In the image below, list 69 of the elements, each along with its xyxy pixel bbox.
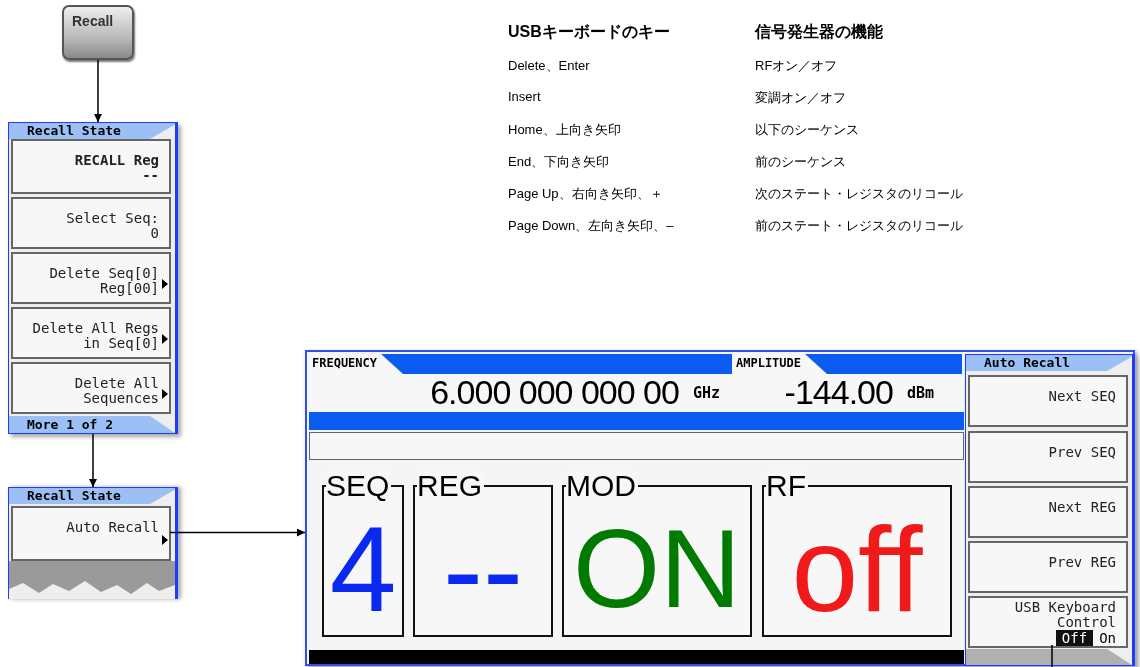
table-cell: 以下のシーケンス xyxy=(755,121,859,139)
softkey-label: Auto Recall xyxy=(65,520,159,535)
toggle-option: On xyxy=(1099,630,1116,646)
status-bar xyxy=(309,412,964,430)
softkey-label: Next REG xyxy=(1047,500,1116,515)
readout-panel xyxy=(734,354,962,410)
softkey-label: Delete All Sequences xyxy=(73,376,159,406)
softkey-label: Delete All Regs in Seq[0] xyxy=(31,321,159,351)
column-heading: USBキーボードのキー xyxy=(508,22,670,42)
softkey xyxy=(11,139,171,194)
message-field xyxy=(309,432,964,460)
table-cell: End、下向き矢印 xyxy=(508,153,610,171)
table-cell: 次のステート・レジスタのリコール xyxy=(755,185,963,203)
readout-panel xyxy=(310,354,732,410)
softkey-value: -- xyxy=(142,168,159,183)
softkey xyxy=(11,197,171,249)
status-strip xyxy=(309,650,964,664)
readout-value: 6.000 000 000 00 xyxy=(430,373,679,411)
table-cell: RFオン／オフ xyxy=(755,57,838,75)
softkey xyxy=(968,375,1128,427)
softkey-menu xyxy=(965,354,1135,666)
table-cell: Home、上向き矢印 xyxy=(508,121,621,139)
softkey xyxy=(11,252,171,304)
menu-title: Auto Recall xyxy=(966,355,1132,371)
softkey xyxy=(11,362,171,414)
menu-title: Recall State xyxy=(9,488,175,504)
unit-label: dBm xyxy=(906,384,934,402)
status-value: ON xyxy=(572,507,742,631)
softkey xyxy=(968,486,1128,538)
softkey-label: USB Keyboard Control xyxy=(1013,600,1116,630)
softkey xyxy=(968,541,1128,593)
readout-label: AMPLITUDE xyxy=(734,354,828,374)
softkey-label: Select Seq: xyxy=(65,211,159,226)
softkey-label: Next SEQ xyxy=(1047,389,1116,404)
menu-title: Recall State xyxy=(9,123,175,139)
softkey xyxy=(11,506,171,561)
table-cell: Page Up、右向き矢印、＋ xyxy=(508,185,663,203)
menu-panel xyxy=(8,487,178,599)
hard-key xyxy=(62,5,134,60)
table-cell: 変調オン／オフ xyxy=(755,89,846,107)
table-cell: Page Down、左向き矢印、– xyxy=(508,217,674,235)
key-label: Recall xyxy=(72,13,114,29)
menu-panel xyxy=(8,122,178,434)
softkey-label: RECALL Reg xyxy=(73,153,159,168)
softkey xyxy=(968,596,1128,648)
softkey xyxy=(968,431,1128,483)
readout-label: FREQUENCY xyxy=(310,354,404,374)
arrow xyxy=(169,528,306,537)
arrow xyxy=(89,433,97,488)
connector-line xyxy=(1051,644,1053,667)
softkey xyxy=(11,307,171,359)
unit-label: GHz xyxy=(692,384,720,402)
softkey-label: Prev SEQ xyxy=(1047,445,1116,460)
softkey-value: 0 xyxy=(150,226,159,241)
instrument-display xyxy=(305,350,1135,666)
status-value: off xyxy=(790,507,924,631)
softkey-label: Prev REG xyxy=(1047,555,1116,570)
column-heading: 信号発生器の機能 xyxy=(755,22,883,42)
status-value: -- xyxy=(442,507,524,631)
table-cell: Insert xyxy=(508,89,541,104)
status-value: 4 xyxy=(328,507,398,631)
table-cell: 前のシーケンス xyxy=(755,153,846,171)
softkey-label: Delete Seq[0] Reg[00] xyxy=(48,266,159,296)
arrow xyxy=(94,59,102,123)
table-cell: 前のステート・レジスタのリコール xyxy=(755,217,963,235)
menu-footer: More 1 of 2 xyxy=(9,416,175,433)
toggle-option-selected: Off xyxy=(1055,630,1094,646)
readout-value: -144.00 xyxy=(784,373,893,411)
table-cell: Delete、Enter xyxy=(508,57,590,75)
